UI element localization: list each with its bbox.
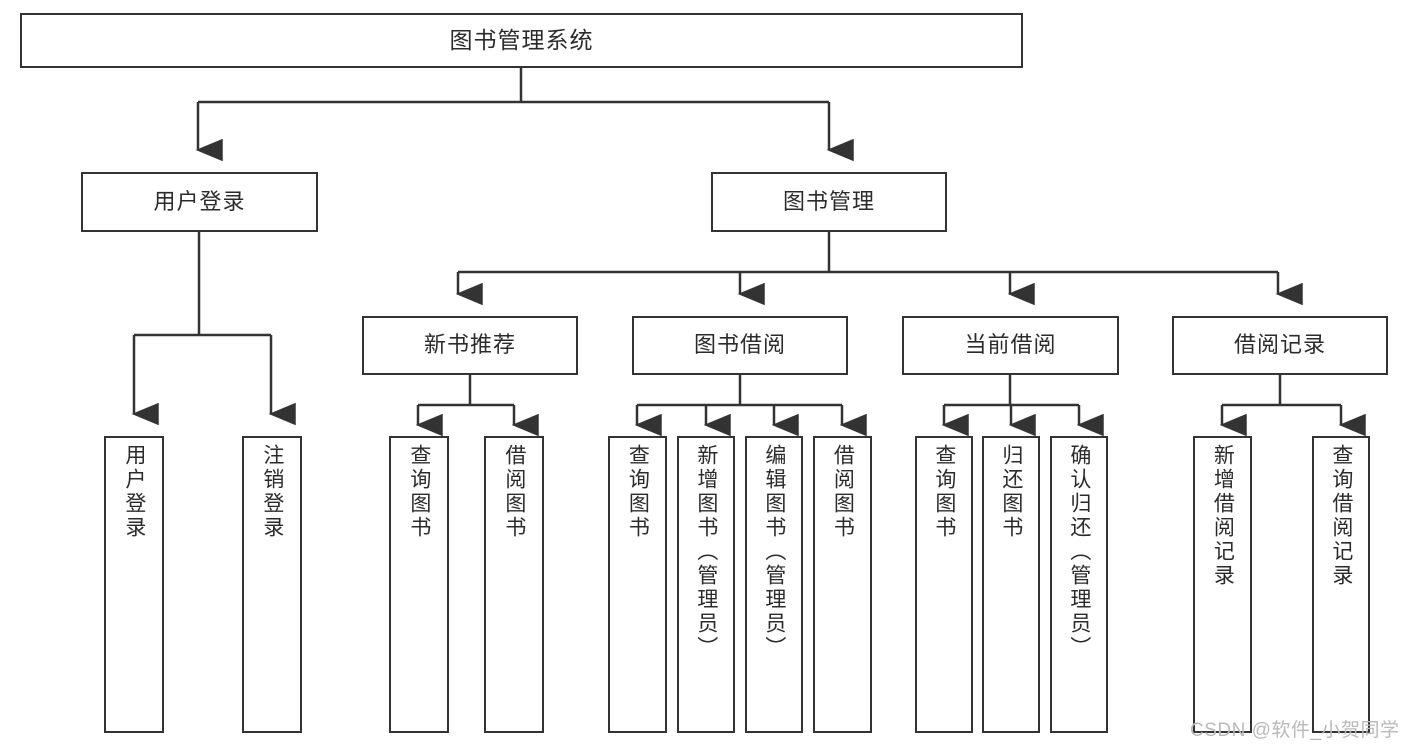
node-label: 借阅图书 (831, 444, 855, 540)
leaf-new-book-query[interactable]: 查询图书 (389, 436, 449, 733)
node-label: 查询借阅记录 (1329, 444, 1353, 588)
leaf-current-confirm-return[interactable]: 确认归还（管理员） (1050, 436, 1108, 733)
watermark-text: CSDN @软件_小贺同学 (1190, 720, 1400, 741)
leaf-borrow-borrow-book[interactable]: 借阅图书 (813, 436, 872, 733)
node-label: 查询图书 (626, 444, 650, 540)
leaf-current-query-book[interactable]: 查询图书 (915, 436, 973, 733)
node-label: 图书借阅 (693, 332, 786, 358)
node-label: 新增借阅记录 (1211, 444, 1235, 588)
leaf-record-query[interactable]: 查询借阅记录 (1312, 436, 1370, 733)
node-label: 编辑图书（管理员） (762, 444, 786, 660)
node-label: 新增图书（管理员） (694, 444, 718, 660)
node-label: 确认归还（管理员） (1067, 444, 1091, 660)
node-borrow-record[interactable]: 借阅记录 (1172, 316, 1388, 375)
node-label: 归还图书 (999, 444, 1023, 540)
node-label: 用户登录 (122, 444, 146, 540)
leaf-record-add[interactable]: 新增借阅记录 (1193, 436, 1252, 733)
leaf-borrow-query-book[interactable]: 查询图书 (608, 436, 667, 733)
leaf-user-login-login[interactable]: 用户登录 (104, 436, 164, 733)
node-label: 借阅记录 (1233, 332, 1326, 358)
node-label: 图书管理系统 (449, 26, 594, 53)
node-new-book-recommend[interactable]: 新书推荐 (362, 316, 578, 375)
leaf-new-book-borrow[interactable]: 借阅图书 (484, 436, 544, 733)
node-book-management[interactable]: 图书管理 (711, 172, 947, 232)
leaf-borrow-edit-book[interactable]: 编辑图书（管理员） (745, 436, 803, 733)
node-book-borrow[interactable]: 图书借阅 (632, 316, 848, 375)
leaf-user-login-logout[interactable]: 注销登录 (242, 436, 302, 733)
node-label: 注销登录 (260, 444, 284, 540)
node-label: 当前借阅 (964, 332, 1057, 358)
leaf-current-return-book[interactable]: 归还图书 (982, 436, 1040, 733)
node-label: 用户登录 (153, 188, 246, 214)
node-label: 查询图书 (407, 444, 431, 540)
node-current-borrow[interactable]: 当前借阅 (902, 316, 1119, 375)
node-label: 图书管理 (782, 188, 875, 214)
node-label: 新书推荐 (423, 332, 516, 358)
node-user-login[interactable]: 用户登录 (81, 172, 318, 232)
leaf-borrow-add-book[interactable]: 新增图书（管理员） (677, 436, 735, 733)
node-root-system[interactable]: 图书管理系统 (20, 13, 1023, 68)
node-label: 查询图书 (932, 444, 956, 540)
node-label: 借阅图书 (502, 444, 526, 540)
